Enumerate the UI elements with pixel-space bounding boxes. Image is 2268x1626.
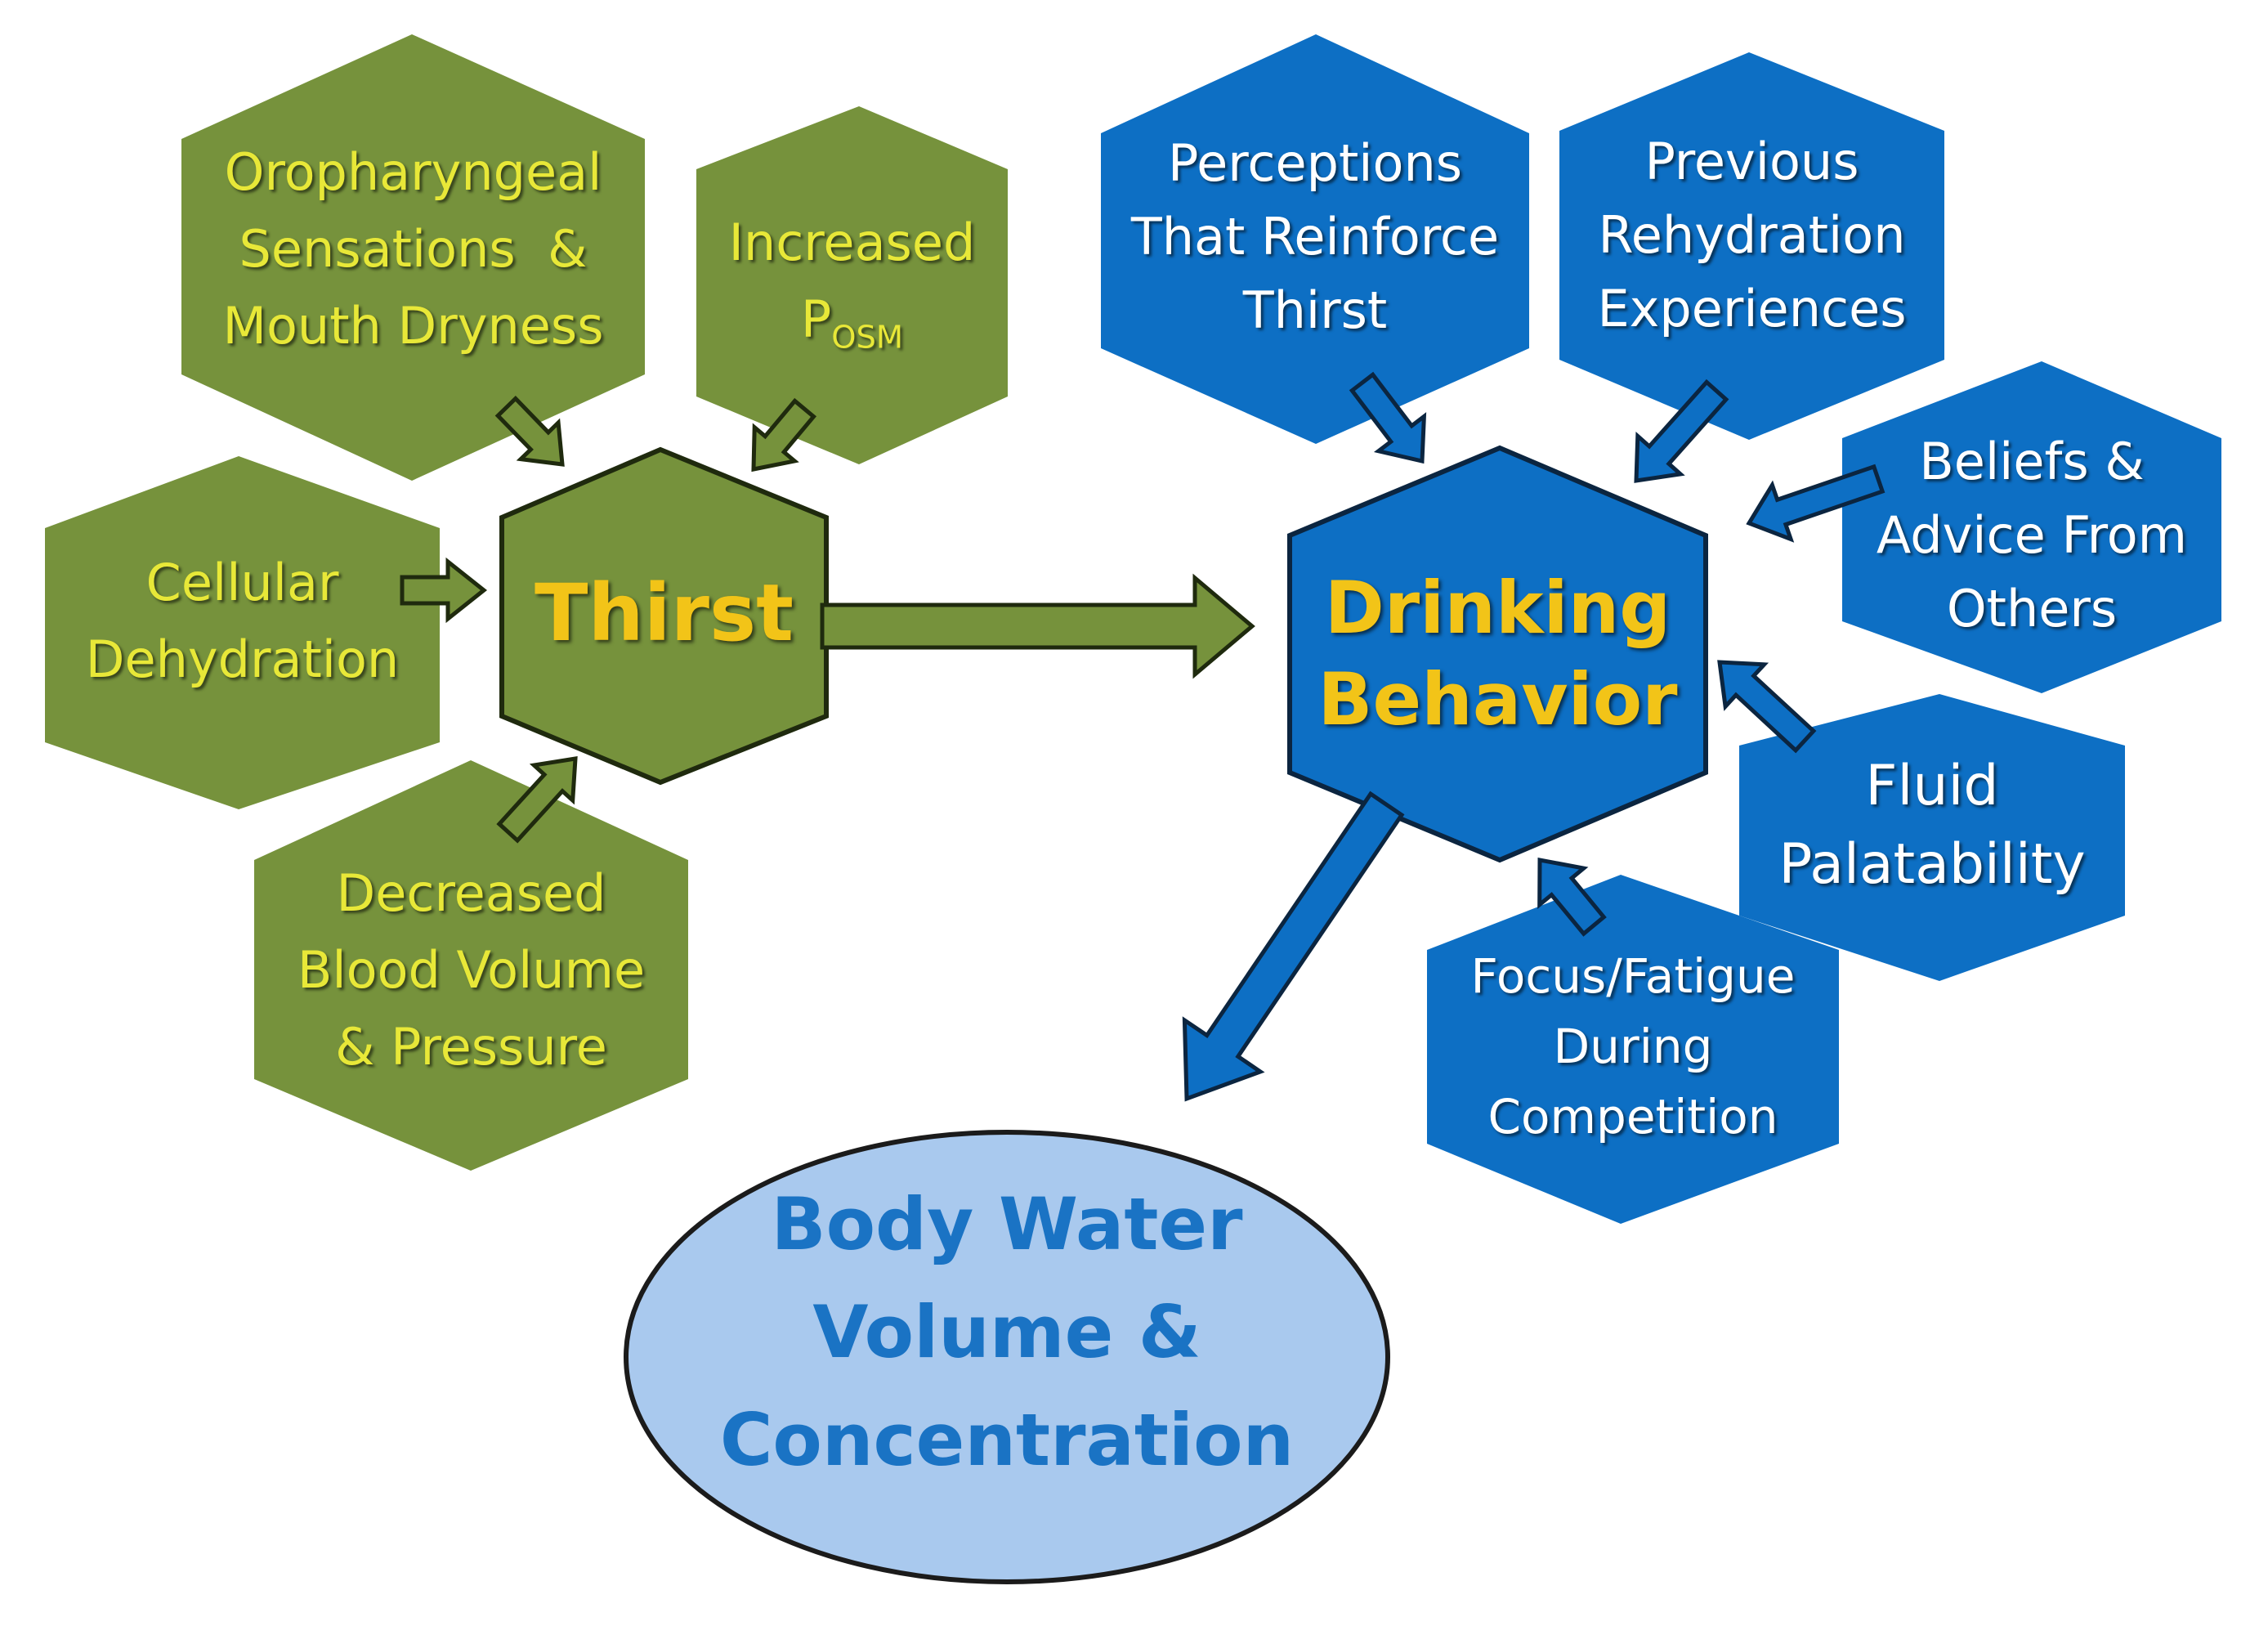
posm-line-1: Increased [728, 212, 976, 272]
fluid-line-2: Palatability [1778, 832, 2086, 897]
hex-perceptions [1101, 34, 1529, 444]
arrow-blood-to-thirst [496, 756, 578, 844]
label-fluid-palatability: Fluid Palatability [1739, 744, 2125, 907]
label-thirst: Thirst [502, 556, 826, 670]
hex-increased-posm [696, 106, 1008, 464]
oval-body-water [624, 1130, 1390, 1584]
arrow-previous-to-drinking [1634, 379, 1729, 483]
hex-oropharyngeal [181, 34, 645, 481]
hex-decreased-blood-volume [254, 760, 688, 1171]
hex-beliefs-advice [1842, 361, 2221, 693]
oropharyngeal-line-1: Oropharyngeal [224, 142, 602, 202]
body-water-line-3: Concentration [719, 1398, 1295, 1482]
beliefs-line-1: Beliefs & [1919, 432, 2145, 491]
posm-subscript: OSM [831, 319, 904, 356]
perceptions-line-1: Perceptions [1167, 133, 1463, 193]
label-body-water: Body Water Volume & Concentration [626, 1161, 1388, 1504]
arrow-cellular-to-thirst [400, 557, 488, 624]
cellular-line-2: Dehydration [85, 629, 400, 689]
label-cellular-dehydration: Cellular Dehydration [45, 540, 440, 703]
label-drinking-behavior: Drinking Behavior [1290, 556, 1706, 752]
blood-line-3: & Pressure [335, 1017, 607, 1077]
beliefs-line-2: Advice From [1876, 505, 2188, 565]
blood-line-2: Blood Volume [297, 940, 646, 1000]
label-decreased-blood-volume: Decreased Blood Volume & Pressure [254, 852, 688, 1089]
posm-p: P [800, 289, 832, 349]
previous-line-2: Rehydration [1598, 205, 1906, 265]
fluid-line-1: Fluid [1865, 754, 1999, 818]
thirst-text: Thirst [534, 567, 794, 659]
arrow-drinking-to-body-water [1182, 791, 1405, 1102]
label-perceptions: Perceptions That Reinforce Thirst [1101, 123, 1529, 352]
focus-line-3: Competition [1487, 1089, 1778, 1144]
blood-line-1: Decreased [336, 863, 606, 923]
body-water-line-1: Body Water [771, 1182, 1243, 1266]
arrow-oropharyngeal-to-thirst [494, 395, 565, 467]
cellular-line-1: Cellular [145, 553, 339, 612]
hex-drinking-behavior [1287, 445, 1708, 863]
perceptions-line-3: Thirst [1242, 280, 1388, 340]
hex-focus-fatigue [1427, 875, 1839, 1224]
arrows [400, 371, 1886, 1102]
hex-cellular-dehydration [45, 456, 440, 809]
hex-thirst [499, 446, 829, 786]
posm-line-2: POSM [801, 281, 903, 376]
focus-line-2: During [1553, 1019, 1713, 1074]
oropharyngeal-line-2: Sensations & [239, 219, 588, 279]
focus-line-1: Focus/Fatigue [1470, 948, 1796, 1004]
arrow-perceptions-to-drinking [1349, 371, 1427, 464]
hex-fluid-palatability [1739, 694, 2125, 981]
oropharyngeal-line-3: Mouth Dryness [222, 296, 604, 356]
drinking-line-2: Behavior [1317, 657, 1678, 741]
arrow-focus-to-drinking [1537, 857, 1607, 937]
previous-line-1: Previous [1644, 132, 1859, 191]
arrow-beliefs-to-drinking [1746, 464, 1886, 543]
body-water-line-2: Volume & [812, 1290, 1201, 1374]
arrow-thirst-to-drinking [820, 573, 1255, 679]
drinking-line-1: Drinking [1324, 566, 1671, 650]
label-previous-rehydration: Previous Rehydration Experiences [1559, 121, 1944, 350]
label-beliefs-advice: Beliefs & Advice From Others [1842, 425, 2221, 646]
label-oropharyngeal: Oropharyngeal Sensations & Mouth Dryness [181, 131, 645, 368]
arrow-posm-to-thirst [751, 397, 817, 473]
hex-previous-rehydration [1559, 52, 1944, 440]
label-increased-posm: Increased POSM [696, 208, 1008, 372]
perceptions-line-2: That Reinforce [1130, 207, 1500, 267]
previous-line-3: Experiences [1597, 279, 1907, 338]
arrow-fluid-to-drinking [1717, 660, 1817, 754]
label-focus-fatigue: Focus/Fatigue During Competition [1427, 940, 1839, 1153]
beliefs-line-3: Others [1946, 579, 2118, 638]
